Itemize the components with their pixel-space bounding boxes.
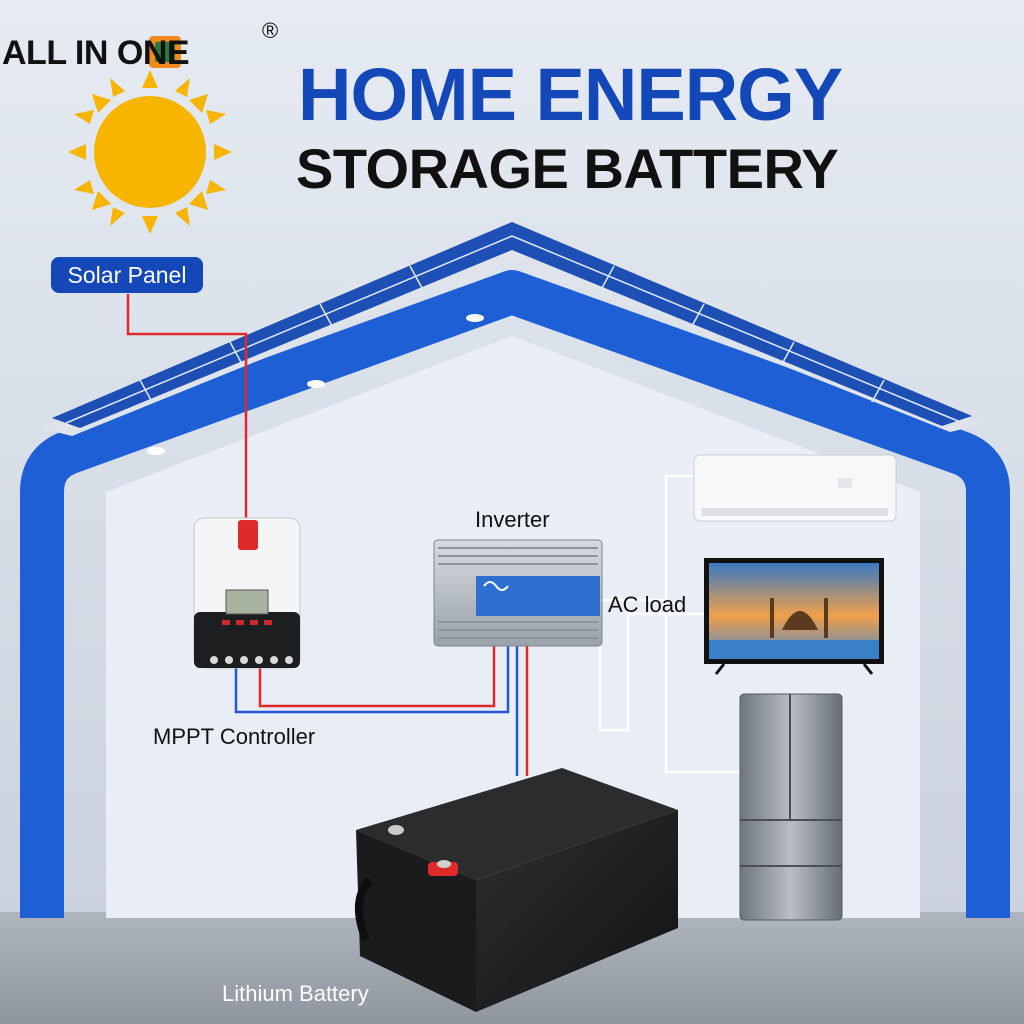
air-conditioner xyxy=(693,454,897,522)
wire-ac-load xyxy=(598,612,704,732)
refrigerator xyxy=(739,693,843,921)
wire-mppt-red xyxy=(258,646,496,708)
mppt-controller-device xyxy=(193,517,301,669)
wire-mppt-blue xyxy=(234,646,510,714)
registered-mark: ® xyxy=(262,18,279,43)
inverter-label: Inverter xyxy=(475,507,550,532)
lithium-battery xyxy=(354,768,678,1012)
mppt-controller-label: MPPT Controller xyxy=(153,724,316,749)
wire-ac-to-fridge xyxy=(664,600,740,774)
brand-logo: ALL IN ONE xyxy=(2,34,190,72)
television xyxy=(704,558,884,675)
inverter-device xyxy=(433,539,603,647)
ceiling-lights xyxy=(147,314,484,455)
brand-logo-mark xyxy=(149,36,181,68)
ac-load-label: AC load xyxy=(608,592,687,617)
lithium-battery-label: Lithium Battery xyxy=(222,981,369,1006)
solar-panel-label: Solar Panel xyxy=(51,257,203,293)
wire-solar-to-mppt xyxy=(126,294,248,525)
page-subtitle: STORAGE BATTERY xyxy=(296,137,839,200)
solar-panel-roof xyxy=(40,214,984,436)
page-title: HOME ENERGY xyxy=(298,53,843,136)
sun-icon xyxy=(68,70,232,234)
